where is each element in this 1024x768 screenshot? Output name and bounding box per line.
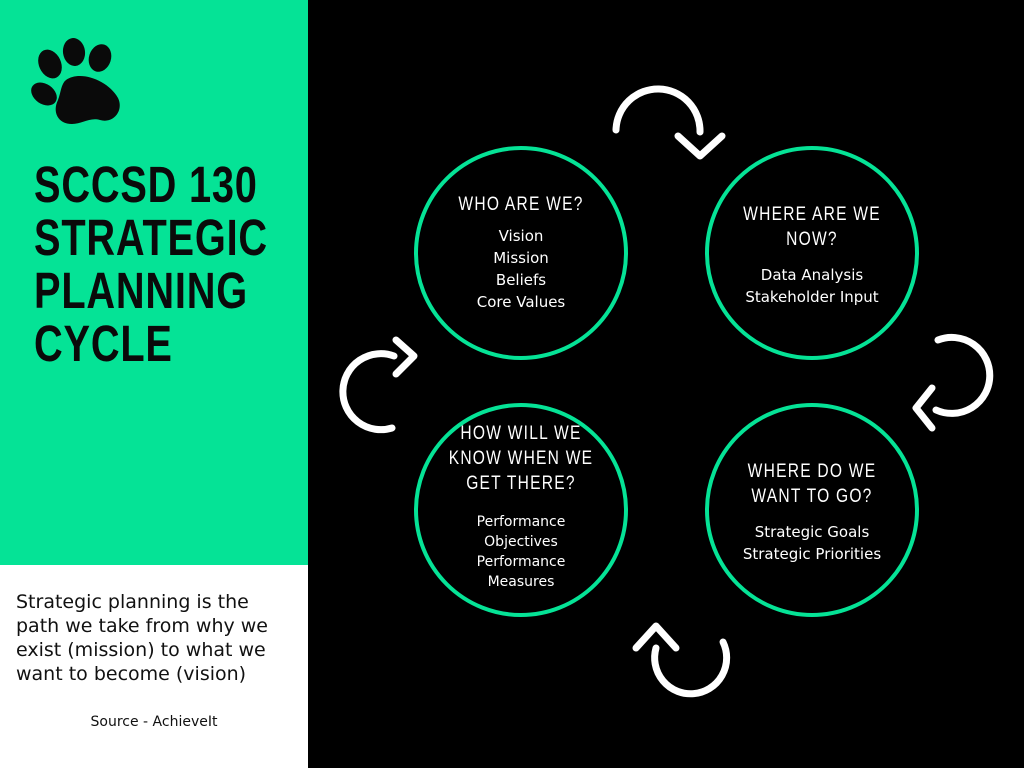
cycle-node-where-are-we-now: WHERE ARE WE NOW? Data Analysis Stakehol… <box>705 146 919 360</box>
title-line: STRATEGIC <box>34 209 268 266</box>
node-items: Strategic Goals Strategic Priorities <box>709 521 915 565</box>
description-text: Strategic planning is the path we take f… <box>16 590 308 686</box>
node-item: Strategic Priorities <box>742 545 882 563</box>
cycle-diagram: WHO ARE WE? Vision Mission Beliefs Core … <box>308 0 1024 768</box>
cycle-node-where-do-we-want-to-go: WHERE DO WE WANT TO GO? Strategic Goals … <box>705 403 919 617</box>
node-item: Beliefs <box>495 271 547 289</box>
title-line: CYCLE <box>34 315 173 372</box>
node-item: Stakeholder Input <box>745 288 879 306</box>
node-title-line: WHO ARE WE? <box>458 194 584 215</box>
node-item: Vision <box>498 227 544 245</box>
title-line: SCCSD 130 <box>34 156 258 213</box>
paw-print-icon <box>31 38 120 124</box>
node-item: Strategic Goals <box>754 523 870 541</box>
source-credit: Source - AchieveIt <box>90 714 218 730</box>
node-item: Measures <box>487 574 555 590</box>
description-line: Strategic planning is the <box>16 591 249 613</box>
node-title: WHO ARE WE? <box>437 192 606 217</box>
cycle-node-who-are-we: WHO ARE WE? Vision Mission Beliefs Core … <box>414 146 628 360</box>
node-item: Performance <box>476 514 566 530</box>
node-title-line: GET THERE? <box>466 473 576 494</box>
node-item: Performance <box>476 554 566 570</box>
node-items: Performance Objectives Performance Measu… <box>418 512 624 592</box>
node-title-line: HOW WILL WE <box>460 423 582 444</box>
cycle-node-how-will-we-know: HOW WILL WE KNOW WHEN WE GET THERE? Perf… <box>414 403 628 617</box>
title-panel: SCCSD 130 STRATEGIC PLANNING CYCLE <box>0 0 308 565</box>
node-title-line: WHERE ARE WE <box>743 204 881 225</box>
title-line: PLANNING <box>34 262 248 319</box>
node-item: Core Values <box>476 293 566 311</box>
node-title: WHERE ARE WE NOW? <box>728 202 897 252</box>
node-title: WHERE DO WE WANT TO GO? <box>728 459 897 509</box>
node-title: HOW WILL WE KNOW WHEN WE GET THERE? <box>437 421 606 496</box>
node-title-line: WHERE DO WE <box>747 461 877 482</box>
node-title-line: NOW? <box>786 229 838 250</box>
node-title-line: KNOW WHEN WE <box>448 448 594 469</box>
node-items: Vision Mission Beliefs Core Values <box>418 225 624 313</box>
description-panel: Strategic planning is the path we take f… <box>0 565 308 768</box>
node-items: Data Analysis Stakeholder Input <box>709 264 915 308</box>
node-title-line: WANT TO GO? <box>751 486 873 507</box>
description-line: want to become (vision) <box>16 663 247 685</box>
node-item: Data Analysis <box>760 266 864 284</box>
description-line: path we take from why we <box>16 615 269 637</box>
description-line: exist (mission) to what we <box>16 639 266 661</box>
node-item: Mission <box>493 249 549 267</box>
node-item: Objectives <box>484 534 558 550</box>
page-title: SCCSD 130 STRATEGIC PLANNING CYCLE <box>34 156 268 372</box>
